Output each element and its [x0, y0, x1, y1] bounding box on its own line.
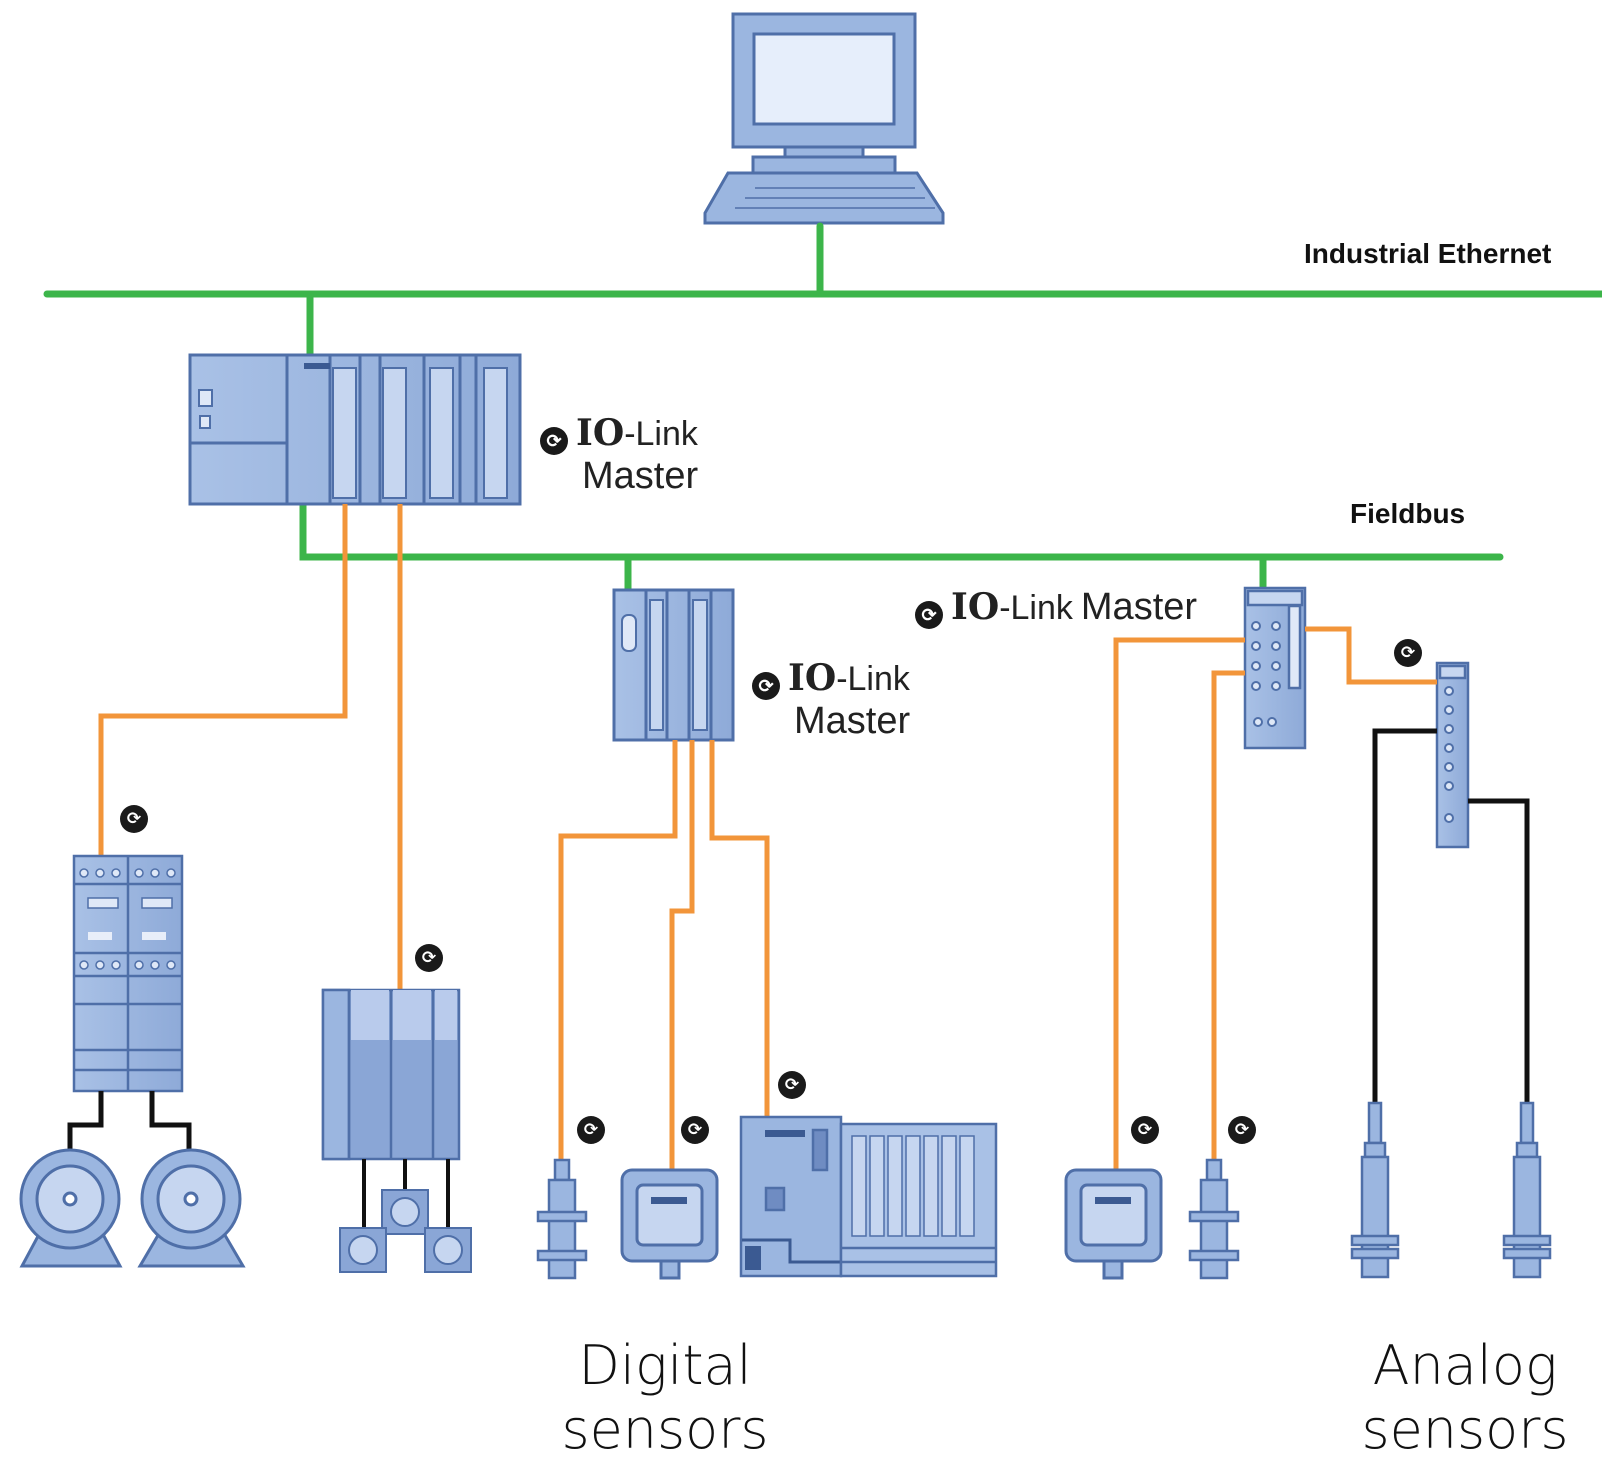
analog-sensor-icon [1502, 1101, 1552, 1279]
io-link-master-module [612, 588, 735, 742]
distributed-io-station [739, 1115, 998, 1278]
fieldbus-label: Fieldbus [1350, 498, 1466, 529]
io-link-cables [98, 504, 1437, 1170]
servo-motor-icon [339, 1189, 472, 1273]
io-link-logo-icon: ⟳ [415, 944, 443, 972]
motor-icon [19, 1148, 123, 1268]
io-link-hub [1435, 661, 1470, 849]
motor-wires [67, 1091, 192, 1150]
analog-sensor-icon [1350, 1101, 1400, 1279]
io-link-logo-icon: ⟳ [915, 600, 943, 629]
motor-starter-pair [72, 854, 184, 1093]
io-link-logo-icon: ⟳ [540, 426, 568, 455]
industrial-ethernet-bus [43, 222, 1602, 360]
io-link-master-label-middle: ⟳IO-Link Master [752, 657, 910, 743]
computer-icon [703, 12, 945, 225]
plc-rack [188, 353, 522, 506]
analog-cables [1372, 728, 1530, 1103]
pressure-sensor-icon [620, 1168, 719, 1280]
io-link-logo-icon: ⟳ [120, 805, 148, 833]
industrial-ethernet-label: Industrial Ethernet [1304, 238, 1552, 269]
fieldbus-line [299, 498, 1504, 596]
digital-sensors-caption: Digital sensors [561, 1334, 769, 1461]
proximity-sensor-icon [536, 1158, 588, 1280]
io-link-master-compact [1243, 586, 1307, 750]
io-link-logo-icon: ⟳ [577, 1116, 605, 1144]
drive-unit [321, 988, 461, 1161]
io-link-logo-icon: ⟳ [778, 1071, 806, 1099]
io-link-logo-icon: ⟳ [1394, 639, 1422, 667]
io-link-logo-icon: ⟳ [1228, 1116, 1256, 1144]
motor-icon [137, 1148, 246, 1268]
analog-sensors-caption: Analog sensors [1361, 1334, 1569, 1461]
io-link-master-label-plc: ⟳IO-Link Master [540, 412, 698, 498]
io-link-logo-icon: ⟳ [752, 671, 780, 700]
pressure-sensor-icon [1064, 1168, 1163, 1280]
io-link-logo-icon: ⟳ [1131, 1116, 1159, 1144]
servo-wires [362, 1159, 450, 1228]
io-link-logo-icon: ⟳ [681, 1116, 709, 1144]
proximity-sensor-icon [1188, 1158, 1240, 1280]
